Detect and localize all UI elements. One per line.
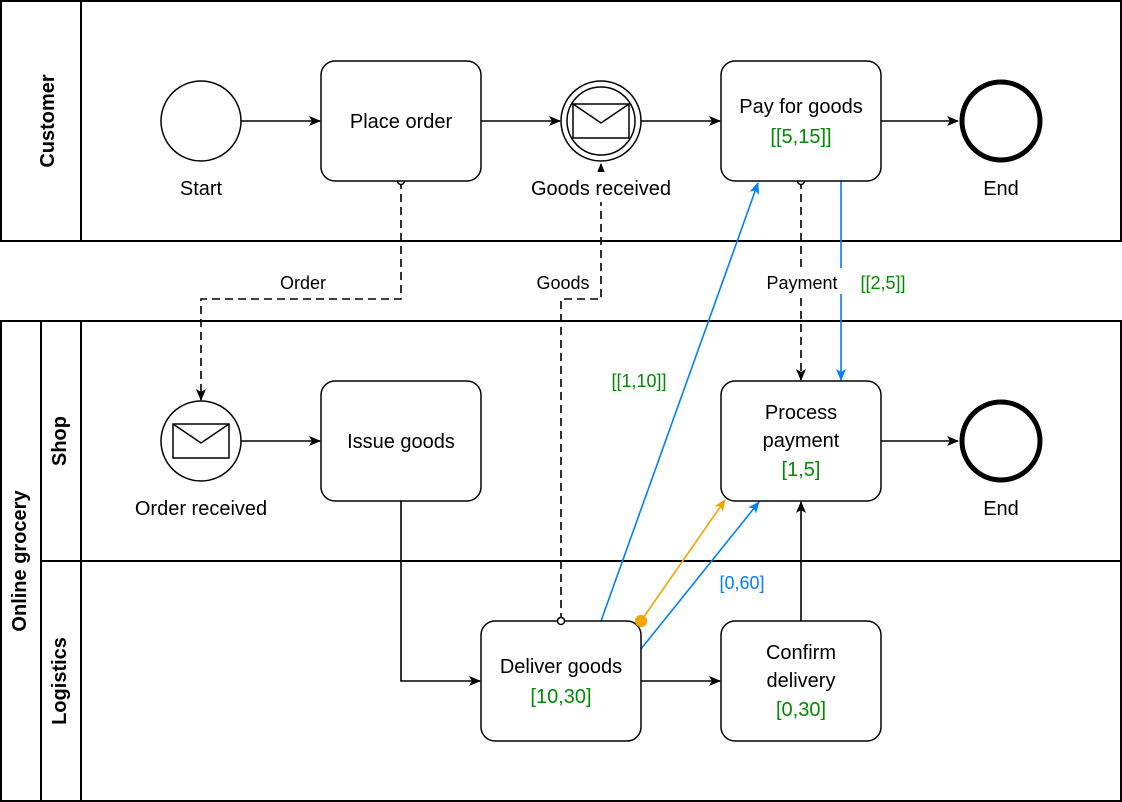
confirm-delivery-label-line1: Confirm <box>766 642 836 664</box>
sequence-flows <box>241 116 959 686</box>
goods-message-source-marker <box>556 616 566 626</box>
order-label-bg <box>268 268 338 294</box>
edge-deliver-to-process-label: [0,60] <box>719 573 764 593</box>
issue-goods-task[interactable]: Issue goods <box>320 380 482 502</box>
deliver-goods-task[interactable]: Deliver goods [10,30] <box>480 620 642 742</box>
payment-constraint-label: [[2,5]] <box>860 273 905 293</box>
customer-end-event[interactable] <box>959 79 1043 163</box>
shop-end-label: End <box>983 498 1019 520</box>
payment-label-bg <box>756 268 848 294</box>
envelope-icon <box>572 103 630 139</box>
message-flow-goods-label: Goods <box>536 273 589 293</box>
process-payment-task[interactable]: Process payment [1,5] <box>720 380 882 502</box>
customer-end-label: End <box>983 178 1019 200</box>
pay-for-goods-constraint: [[5,15]] <box>770 126 831 148</box>
process-payment-label-line2: payment <box>763 430 840 452</box>
edge-deliver-to-pay[interactable] <box>600 182 759 622</box>
online-grocery-pool-title: Online grocery <box>9 490 31 632</box>
confirm-delivery-task[interactable]: Confirm delivery [0,30] <box>720 620 882 742</box>
issue-goods-label: Issue goods <box>347 431 455 453</box>
start-event-label: Start <box>180 178 223 200</box>
message-flow-goods[interactable] <box>560 163 606 621</box>
goods-received-event[interactable] <box>560 80 642 162</box>
process-payment-constraint: [1,5] <box>782 459 821 481</box>
process-payment-label-line1: Process <box>765 402 837 424</box>
customer-pool-title: Customer <box>37 74 59 168</box>
deliver-goods-label: Deliver goods <box>500 656 622 678</box>
customer-start-event[interactable] <box>160 80 242 162</box>
message-flow-order[interactable] <box>196 181 402 401</box>
logistics-lane-title: Logistics <box>49 637 71 725</box>
goods-received-label-bg <box>514 172 688 202</box>
confirm-delivery-constraint: [0,30] <box>776 699 826 721</box>
deliver-goods-constraint: [10,30] <box>530 686 591 708</box>
edge-deliver-to-process-payment[interactable] <box>640 501 760 650</box>
edge-deliver-to-process-orange[interactable] <box>640 499 726 622</box>
order-received-label: Order received <box>135 498 267 520</box>
shop-lane-title: Shop <box>49 416 71 466</box>
edge-deliver-to-pay-label: [[1,10]] <box>611 371 666 391</box>
order-received-event[interactable] <box>160 400 242 482</box>
pay-for-goods-task[interactable]: Pay for goods [[5,15]] <box>720 60 882 182</box>
orange-edge-source-marker <box>635 615 647 627</box>
flow-issue-goods-to-deliver-goods[interactable] <box>400 501 481 686</box>
envelope-icon <box>172 423 230 459</box>
place-order-task[interactable]: Place order <box>320 60 482 182</box>
pay-for-goods-label: Pay for goods <box>739 96 862 118</box>
place-order-label: Place order <box>350 111 453 133</box>
shop-end-event[interactable] <box>959 399 1043 483</box>
goods-label-bg <box>524 268 600 294</box>
confirm-delivery-label-line2: delivery <box>767 670 836 692</box>
message-flow-payment-label: Payment <box>766 273 837 293</box>
message-flow-order-label: Order <box>280 273 326 293</box>
goods-received-label: Goods received <box>531 178 671 200</box>
